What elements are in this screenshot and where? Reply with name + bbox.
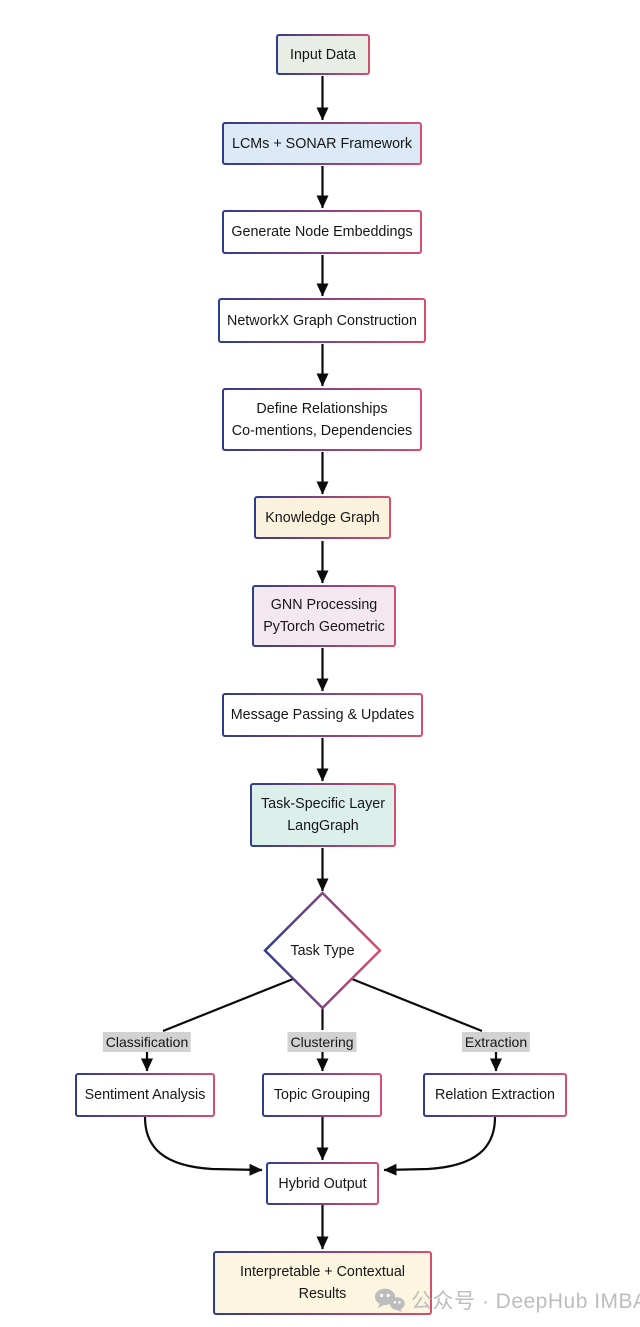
flowchart-node-generate-node-embeddings: Generate Node Embeddings: [222, 210, 422, 254]
flowchart-node-sentiment-analysis: Sentiment Analysis: [75, 1073, 215, 1117]
flowchart-node-task-specific-layer: Task-Specific Layer LangGraph: [250, 783, 396, 847]
node-label: Task-Specific Layer: [261, 796, 385, 812]
node-label: Hybrid Output: [278, 1175, 367, 1192]
node-label: LCMs + SONAR Framework: [232, 135, 412, 152]
edge-tasktype-to-classification-stem: [162, 977, 294, 1033]
node-label: Interpretable + Contextual: [240, 1264, 405, 1280]
flowchart-node-hybrid-output: Hybrid Output: [266, 1162, 379, 1205]
node-label: Relation Extraction: [435, 1087, 555, 1103]
flowchart-node-define-relationships: Define Relationships Co-mentions, Depend…: [222, 388, 422, 451]
wechat-icon: [374, 1288, 405, 1313]
edge-label-extraction: Extraction: [461, 1032, 531, 1052]
flowchart-node-topic-grouping: Topic Grouping: [262, 1073, 382, 1117]
node-label: Sentiment Analysis: [84, 1087, 206, 1103]
edge-sentiment-to-hybrid: [143, 1116, 263, 1176]
node-label: Define Relationships: [256, 400, 388, 417]
node-label: GNN Processing: [270, 597, 378, 613]
flowchart-node-input-data: Input Data: [276, 34, 370, 75]
watermark: 公众号 · DeepHub IMBA: [374, 1285, 640, 1315]
node-label: Generate Node Embeddings: [231, 224, 413, 240]
flowchart-node-message-passing-updates: Message Passing & Updates: [222, 693, 423, 737]
flowchart-node-lcms-sonar-framework: LCMs + SONAR Framework: [222, 122, 422, 165]
connector-arrows: [141, 76, 502, 1250]
watermark-text: 公众号 · DeepHub IMBA: [411, 1290, 640, 1313]
flowchart-node-task-type: [263, 891, 382, 1010]
node-label: Knowledge Graph: [265, 509, 380, 526]
node-label: Co-mentions, Dependencies: [231, 422, 413, 439]
flowchart-node-networkx-graph-construction: NetworkX Graph Construction: [218, 298, 426, 343]
flowchart-node-relation-extraction: Relation Extraction: [423, 1073, 567, 1117]
node-label: Topic Grouping: [273, 1087, 371, 1103]
edge-label-clustering: Clustering: [287, 1032, 357, 1052]
node-label: LangGraph: [287, 818, 359, 834]
node-label: Message Passing & Updates: [230, 707, 415, 723]
edge-tasktype-to-extraction-stem: [351, 977, 483, 1033]
node-label: Results: [298, 1286, 347, 1302]
node-label: PyTorch Geometric: [263, 619, 385, 635]
node-label: NetworkX Graph Construction: [227, 312, 417, 329]
edge-relation-to-hybrid: [383, 1116, 497, 1176]
flowchart-node-knowledge-graph: Knowledge Graph: [254, 496, 391, 539]
flowchart-node-task-type-label: Task Type: [290, 943, 355, 959]
flowchart-node-gnn-processing: GNN Processing PyTorch Geometric: [252, 585, 396, 647]
edge-label-classification: Classification: [102, 1032, 192, 1052]
node-label: Input Data: [290, 46, 356, 63]
